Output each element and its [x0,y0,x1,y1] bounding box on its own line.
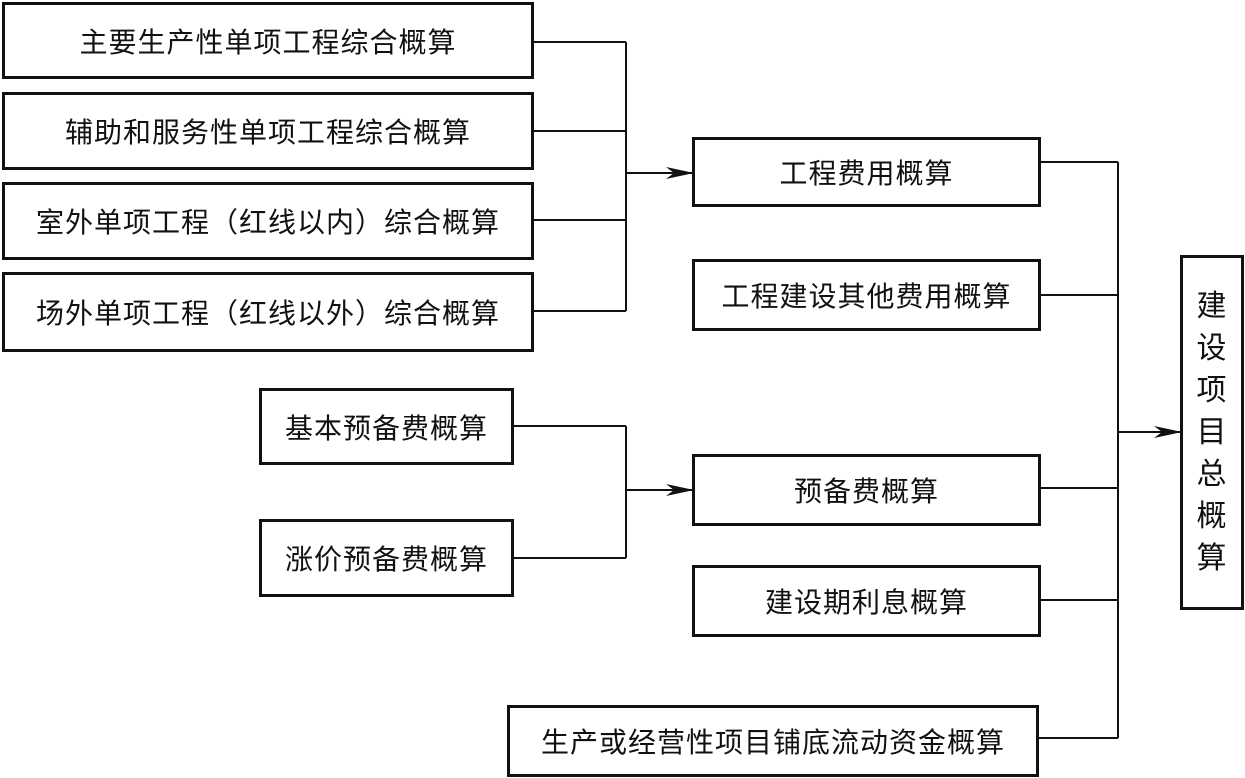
box-label: 辅助和服务性单项工程综合概算 [64,116,471,149]
total-char: 建 [1196,288,1228,324]
box-label: 预备费概算 [793,475,939,508]
box-reserve-cost: 预备费概算 [692,454,1041,526]
box-label: 生产或经营性项目铺底流动资金概算 [540,726,1005,759]
box-construction-interest: 建设期利息概算 [692,565,1041,637]
box-working-capital: 生产或经营性项目铺底流动资金概算 [507,705,1039,777]
box-label: 室外单项工程（红线以内）综合概算 [35,206,500,239]
total-char: 概 [1196,498,1228,534]
box-label: 主要生产性单项工程综合概算 [79,25,457,59]
box-auxiliary-service: 辅助和服务性单项工程综合概算 [2,92,534,170]
box-label: 建设期利息概算 [764,586,968,619]
box-basic-reserve: 基本预备费概算 [259,388,514,465]
total-char: 项 [1196,372,1228,408]
box-label: 场外单项工程（红线以外）综合概算 [35,297,500,330]
box-main-production: 主要生产性单项工程综合概算 [2,2,534,79]
box-project-total: 建 设 项 目 总 概 算 [1180,255,1244,610]
total-char: 总 [1196,456,1228,492]
total-char: 算 [1196,540,1228,576]
box-engineering-cost: 工程费用概算 [692,137,1041,207]
box-label: 涨价预备费概算 [284,543,488,576]
box-price-reserve: 涨价预备费概算 [259,519,514,597]
box-label: 基本预备费概算 [284,411,488,445]
box-other-cost: 工程建设其他费用概算 [692,259,1041,331]
box-label: 工程费用概算 [779,157,954,190]
box-label: 工程建设其他费用概算 [721,280,1012,313]
total-char: 目 [1196,414,1228,450]
box-outdoor-inside-redline: 室外单项工程（红线以内）综合概算 [2,182,534,260]
box-offsite-outside-redline: 场外单项工程（红线以外）综合概算 [2,272,534,352]
total-char: 设 [1196,330,1228,366]
